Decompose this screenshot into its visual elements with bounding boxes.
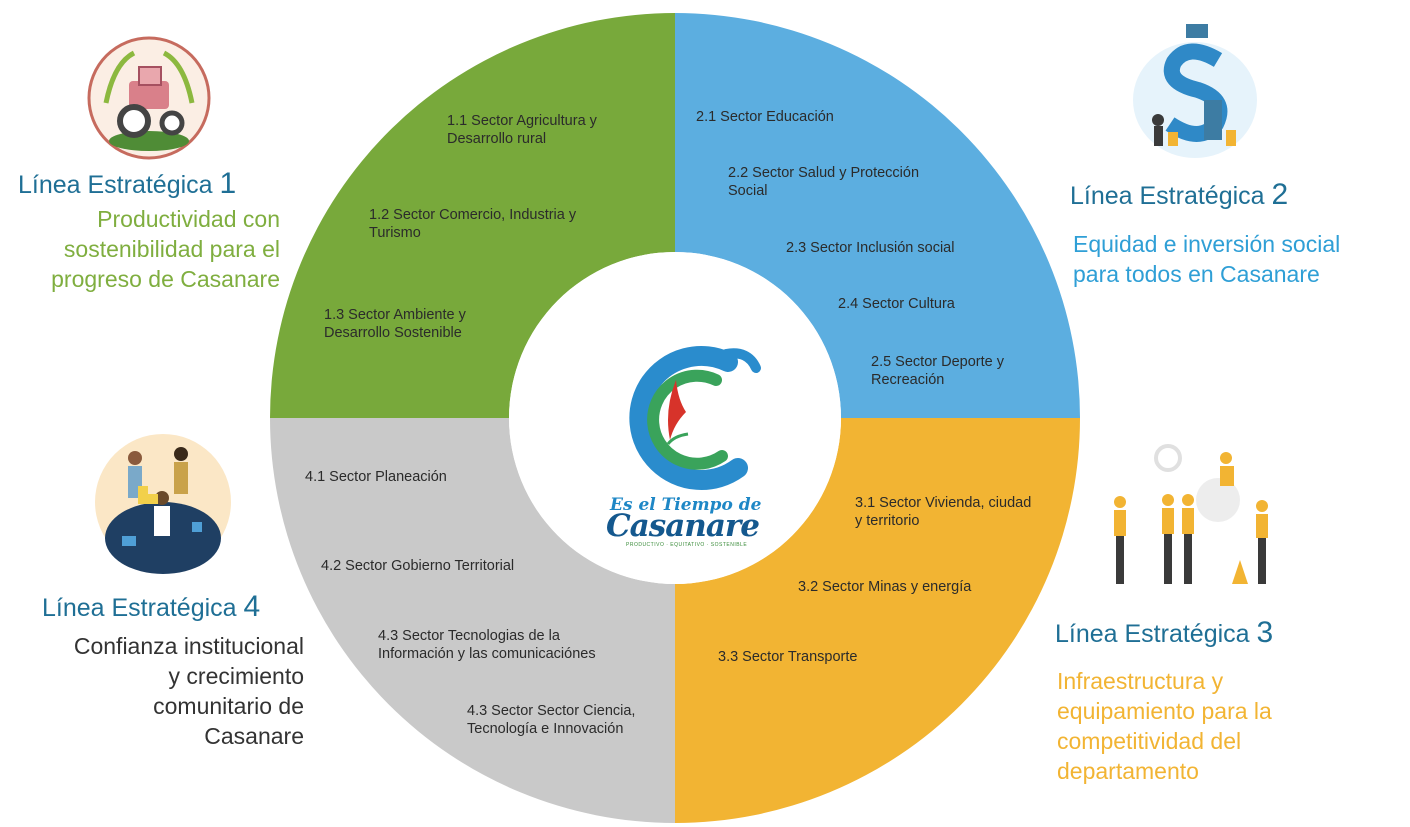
sector-3-2: 3.2 Sector Minas y energía [798, 579, 972, 595]
sector-2-5: 2.5 Sector Deporte y Recreación [871, 354, 1004, 388]
quadrant-linea-3 [675, 418, 1080, 823]
logo-tagline: PRODUCTIVO · EQUITATIVO · SOSTENIBLE [626, 542, 748, 548]
logo-line-2: Casanare [606, 508, 760, 544]
linea-4-number: 4 [243, 590, 261, 623]
linea-1-title-text: Línea Estratégica [18, 171, 213, 199]
linea-3-description: Infraestructura y equipamiento para la c… [1057, 668, 1272, 784]
linea-1-description: Productividad con sostenibilidad para el… [51, 206, 280, 292]
linea-4-title: Línea Estratégica 4 [42, 590, 260, 624]
sector-2-3: 2.3 Sector Inclusión social [786, 240, 955, 256]
sector-2-4: 2.4 Sector Cultura [838, 296, 955, 312]
sector-3-3: 3.3 Sector Transporte [718, 649, 858, 665]
linea-4-title-text: Línea Estratégica [42, 594, 237, 622]
linea-4-description: Confianza institucional y crecimiento co… [73, 633, 304, 749]
linea-2-title: Línea Estratégica 2 [1070, 178, 1288, 212]
tractor-icon [84, 33, 214, 163]
dollar-investment-icon [1128, 20, 1262, 162]
quadrant-linea-4 [270, 418, 675, 823]
sector-1-2: 1.2 Sector Comercio, Industria y Turismo [369, 207, 577, 241]
linea-3-number: 3 [1256, 616, 1274, 649]
sector-2-2: 2.2 Sector Salud y Protección Social [728, 165, 920, 199]
construction-workers-icon [1108, 440, 1280, 592]
linea-2-number: 2 [1271, 178, 1289, 211]
sector-1-3: 1.3 Sector Ambiente y Desarrollo Sosteni… [324, 307, 466, 341]
quadrant-linea-2 [675, 13, 1080, 418]
sector-3-1: 3.1 Sector Vivienda, ciudad y territorio [855, 495, 1032, 529]
sector-4-3b: 4.3 Sector Sector Ciencia, Tecnología e … [467, 703, 636, 737]
casanare-logo: Es el Tiempo de Casanare PRODUCTIVO · EQ… [598, 340, 768, 550]
puzzle-people-icon [92, 426, 234, 582]
sector-4-3a: 4.3 Sector Tecnologias de la Información… [378, 628, 596, 662]
linea-2-title-text: Línea Estratégica [1070, 182, 1265, 210]
sector-2-1: 2.1 Sector Educación [696, 109, 834, 125]
sector-4-1: 4.1 Sector Planeación [305, 469, 447, 485]
casanare-c-logo-icon [629, 346, 761, 490]
linea-3-title-text: Línea Estratégica [1055, 620, 1250, 648]
linea-1-title: Línea Estratégica 1 [18, 167, 236, 201]
linea-2-description: Equidad e inversión social para todos en… [1073, 231, 1341, 287]
linea-1-number: 1 [219, 167, 237, 200]
linea-3-title: Línea Estratégica 3 [1055, 616, 1273, 650]
sector-4-2: 4.2 Sector Gobierno Territorial [321, 558, 515, 574]
quadrant-linea-1 [270, 13, 675, 418]
logo-line-1: Es el Tiempo de [610, 495, 762, 515]
sector-1-1: 1.1 Sector Agricultura y Desarrollo rura… [447, 113, 597, 147]
